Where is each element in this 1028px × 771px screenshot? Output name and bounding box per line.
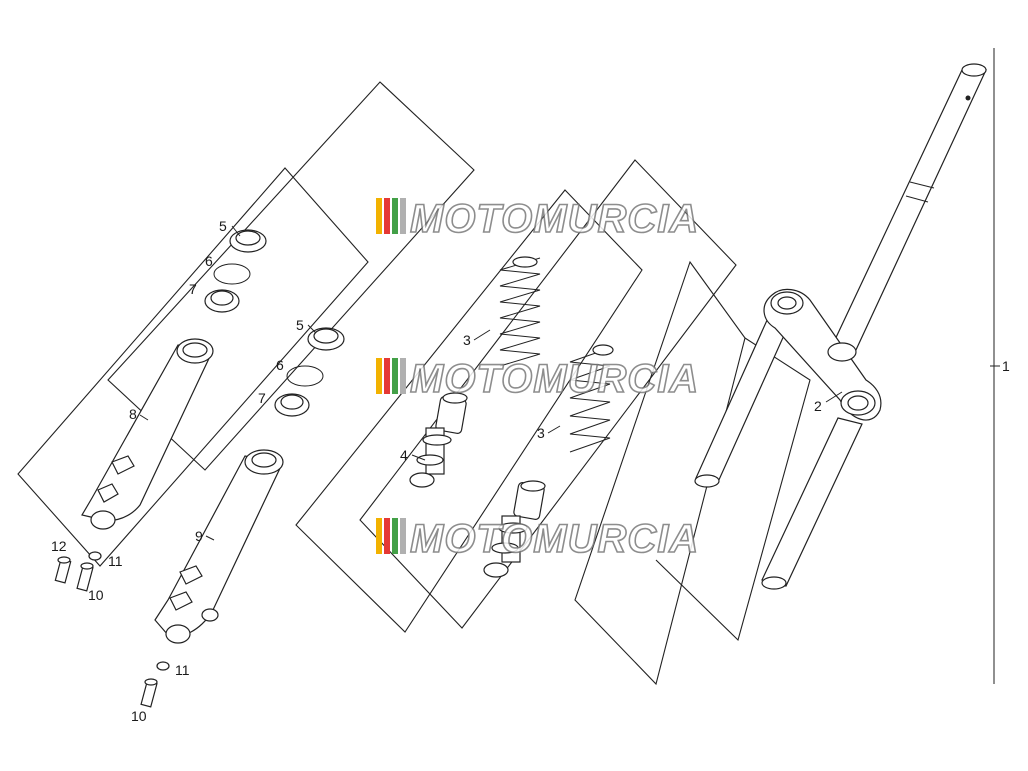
callout-9: 9 (195, 528, 203, 544)
callout-11-upper: 11 (108, 553, 123, 569)
seal-set-upper (204, 229, 267, 313)
callout-10-lower: 10 (131, 708, 147, 724)
callout-2: 2 (814, 398, 822, 414)
callout-11-lower: 11 (175, 662, 190, 678)
callout-8: 8 (129, 406, 137, 422)
triple-clamp (763, 288, 882, 421)
damper-rod-lower (483, 480, 546, 578)
callout-4: 4 (400, 447, 408, 463)
callout-7-upper: 7 (189, 281, 197, 297)
seal-set-lower (274, 327, 345, 417)
callout-7-lower: 7 (258, 390, 266, 406)
fork-tube-left (695, 317, 791, 483)
callout-6-upper: 6 (205, 253, 213, 269)
callout-3-lower: 3 (537, 425, 545, 441)
frame-right (574, 260, 746, 686)
steering-stem-assembly (694, 63, 987, 590)
assembly-bracket (993, 48, 1000, 684)
exploded-view-frames (17, 81, 811, 686)
spring-upper (499, 256, 541, 367)
spring-lower (569, 344, 614, 453)
frame-right-lower (655, 337, 811, 642)
frame-left-upper (17, 167, 369, 567)
callout-3-upper: 3 (463, 332, 471, 348)
svg-text:MOTOMURCIA: MOTOMURCIA (410, 197, 699, 241)
leader-lines (139, 225, 994, 541)
svg-text:MOTOMURCIA: MOTOMURCIA (410, 517, 699, 561)
callout-10-upper: 10 (88, 587, 104, 603)
callout-5-upper: 5 (219, 218, 227, 234)
watermark-middle: MOTOMURCIA (376, 356, 699, 402)
svg-text:MOTOMURCIA: MOTOMURCIA (410, 357, 699, 401)
callout-5-lower: 5 (296, 317, 304, 333)
damper-rod-upper (409, 392, 468, 488)
callout-labels: 1 2 3 3 4 5 5 6 6 7 7 8 9 10 10 11 11 12 (51, 218, 1010, 724)
frame-left-inner (107, 81, 475, 471)
callout-1: 1 (1002, 358, 1010, 374)
fork-leg-right (154, 449, 284, 644)
fork-leg-left (81, 338, 214, 530)
fork-tube-right (761, 417, 863, 587)
frame-center (295, 189, 643, 633)
bolts-and-washers (54, 551, 170, 708)
watermark-top: MOTOMURCIA (376, 196, 699, 242)
callout-6-lower: 6 (276, 357, 284, 373)
callout-12: 12 (51, 538, 67, 554)
watermark-bottom: MOTOMURCIA (376, 516, 699, 562)
